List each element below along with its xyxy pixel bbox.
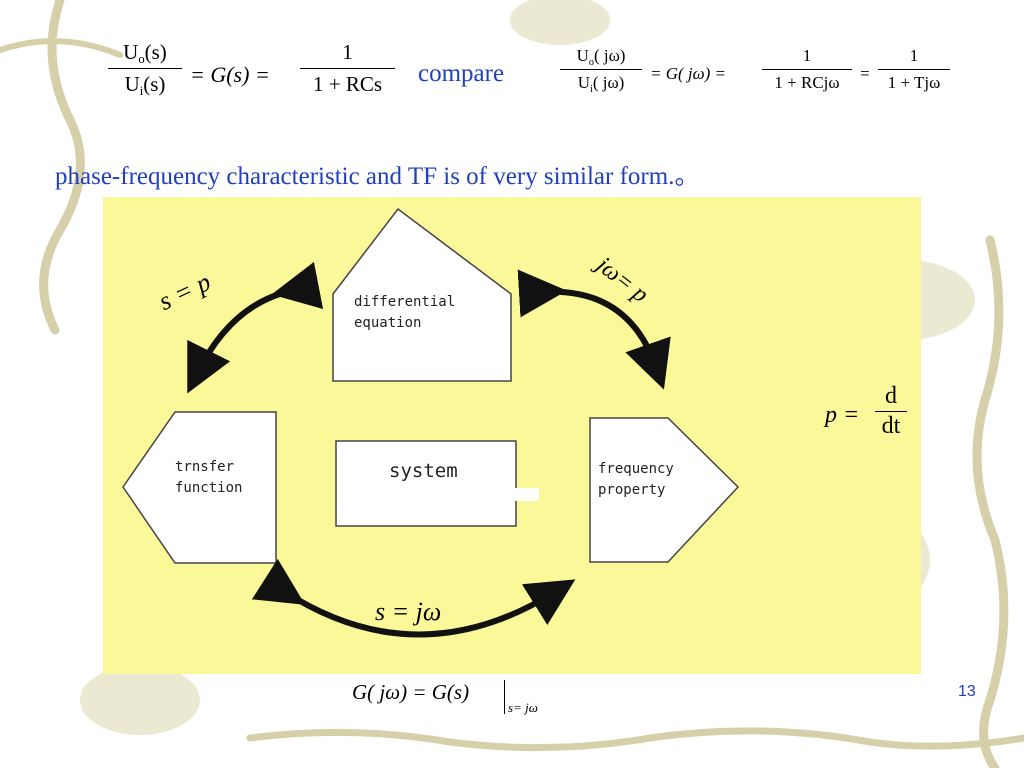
- system-shape: [335, 440, 517, 527]
- compare-label: compare: [418, 60, 505, 87]
- label-s-eq-jw: s = jω: [375, 597, 442, 626]
- right-box-label: frequency property: [598, 461, 674, 498]
- transfer-function-shape: [122, 411, 277, 564]
- fraction-1-tjw: 1 1 + Tjω: [878, 46, 950, 93]
- left-box-label: trnsfer function: [175, 459, 243, 496]
- system-label: system: [389, 460, 458, 482]
- arrow-jw-eq-p: [517, 269, 671, 390]
- fraction-uo-ui-jw: Uo( jω) Ui( jω): [560, 46, 642, 95]
- differential-equation-shape: [332, 207, 512, 382]
- arrow-s-eq-jw: [251, 558, 576, 638]
- fraction-uo-ui: Uo(s) Ui(s): [108, 40, 182, 99]
- fraction-1-rcjw: 1 1 + RCjω: [762, 46, 852, 93]
- diagram-shapes: [122, 207, 740, 638]
- diagram-panel: differential equation trnsfer function s…: [103, 197, 921, 674]
- equals-sign: =: [859, 64, 871, 83]
- frequency-property-shape: [589, 417, 740, 563]
- top-box-label: differential equation: [354, 294, 456, 331]
- denominator: Ui(s): [124, 72, 166, 99]
- statement-text: phase-frequency characteristic and TF is…: [55, 163, 700, 190]
- equals-G-s: = G(s) =: [190, 62, 270, 87]
- page-number: 13: [958, 683, 976, 700]
- numerator: Uo(s): [123, 40, 167, 67]
- fraction-1-rcs: 1 1 + RCs: [300, 40, 395, 97]
- arrow-s-eq-p: [187, 261, 324, 394]
- equals-G-jw: = G( jω) =: [650, 64, 727, 83]
